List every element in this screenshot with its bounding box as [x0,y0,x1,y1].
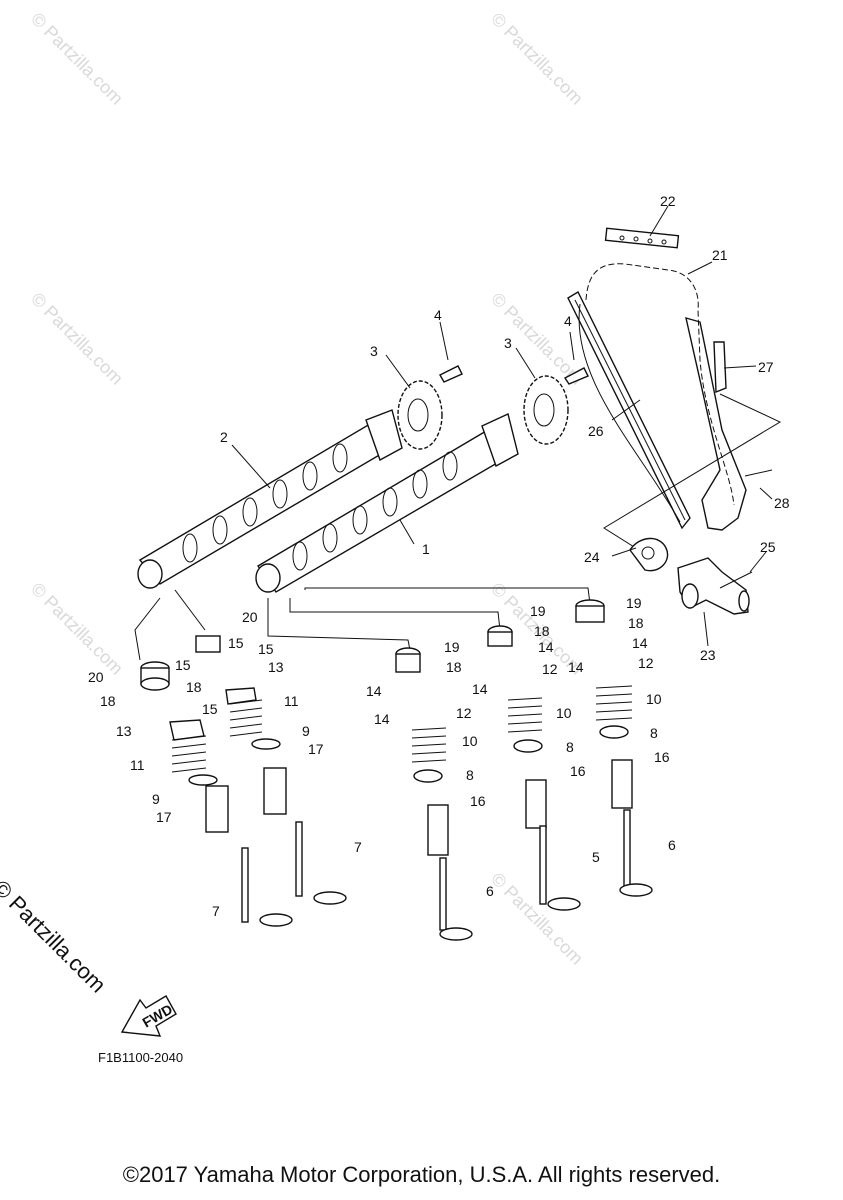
callout-16: 16 [654,749,670,765]
callout-13: 13 [116,723,132,739]
callout-7: 7 [212,903,220,919]
callout-19: 19 [444,639,460,655]
callout-3: 3 [504,335,512,351]
callout-14: 14 [538,639,554,655]
callout-9: 9 [152,791,160,807]
sprocket-3-right [523,375,569,445]
callout-17: 17 [156,809,172,825]
valve-trains [140,599,653,941]
callout-12: 12 [638,655,654,671]
callout-18: 18 [186,679,202,695]
watermark: © Partzilla.com [27,289,127,389]
callout-8: 8 [466,767,474,783]
bolt-4-left [439,365,463,383]
callout-6: 6 [668,837,676,853]
tensioner-group [629,537,753,615]
callout-10: 10 [646,691,662,707]
callout-16: 16 [470,793,486,809]
callout-17: 17 [308,741,324,757]
callout-27: 27 [758,359,774,375]
callout-18: 18 [100,693,116,709]
callout-15: 15 [202,701,218,717]
callout-10: 10 [462,733,478,749]
callout-7: 7 [354,839,362,855]
callout-24: 24 [584,549,600,565]
callout-6: 6 [486,883,494,899]
callout-22: 22 [660,193,676,209]
watermark: © Partzilla.com [27,9,127,109]
callout-5: 5 [592,849,600,865]
chain-guide-27 [685,317,747,531]
callout-9: 9 [302,723,310,739]
callout-14: 14 [472,681,488,697]
callout-18: 18 [628,615,644,631]
callout-13: 13 [268,659,284,675]
watermark: © Partzilla.com [487,9,587,109]
callout-1: 1 [422,541,430,557]
callout-16: 16 [570,763,586,779]
pin-28 [744,469,773,477]
sprockets [397,365,589,450]
callout-26: 26 [588,423,604,439]
callout-12: 12 [456,705,472,721]
callout-3: 3 [370,343,378,359]
callout-18: 18 [534,623,550,639]
callout-8: 8 [566,739,574,755]
cam-chain-21 [585,263,735,506]
callout-15: 15 [175,657,191,673]
callout-14: 14 [632,635,648,651]
fwd-arrow-icon: FWD [120,995,177,1037]
chain-tensioner-blade [713,341,727,394]
callouts: 1 2 3 3 4 4 5 6 6 7 7 8 8 8 9 9 10 10 10… [88,193,790,919]
callout-8: 8 [650,725,658,741]
diagram-code: F1B1100-2040 [98,1050,184,1065]
chain-guide-22 [604,227,680,249]
watermark: © Partzilla.com [27,579,127,679]
callout-11: 11 [130,757,145,773]
callout-19: 19 [626,595,642,611]
callout-21: 21 [712,247,728,263]
callout-15: 15 [258,641,274,657]
cam-chain-assembly [567,227,782,553]
callout-18: 18 [446,659,462,675]
callout-11: 11 [284,693,299,709]
callout-20: 20 [88,669,104,685]
callout-28: 28 [774,495,790,511]
bolt-25 [719,571,753,589]
callout-20: 20 [242,609,258,625]
camshafts [137,409,519,593]
callout-19: 19 [530,603,546,619]
bolt-4-right [563,367,589,385]
callout-14: 14 [568,659,584,675]
leader-lines [231,205,773,647]
callout-2: 2 [220,429,228,445]
sprocket-3-left [397,380,443,450]
gasket-24 [629,537,669,572]
callout-25: 25 [760,539,776,555]
watermark: © Partzilla.com [487,869,587,969]
callout-14: 14 [374,711,390,727]
callout-23: 23 [700,647,716,663]
callout-10: 10 [556,705,572,721]
group-lines [134,587,591,661]
copyright-notice: ©2017 Yamaha Motor Corporation, U.S.A. A… [122,1162,721,1187]
callout-4: 4 [434,307,442,323]
callout-14: 14 [366,683,382,699]
callout-12: 12 [542,661,558,677]
callout-4: 4 [564,313,572,329]
callout-15: 15 [228,635,244,651]
